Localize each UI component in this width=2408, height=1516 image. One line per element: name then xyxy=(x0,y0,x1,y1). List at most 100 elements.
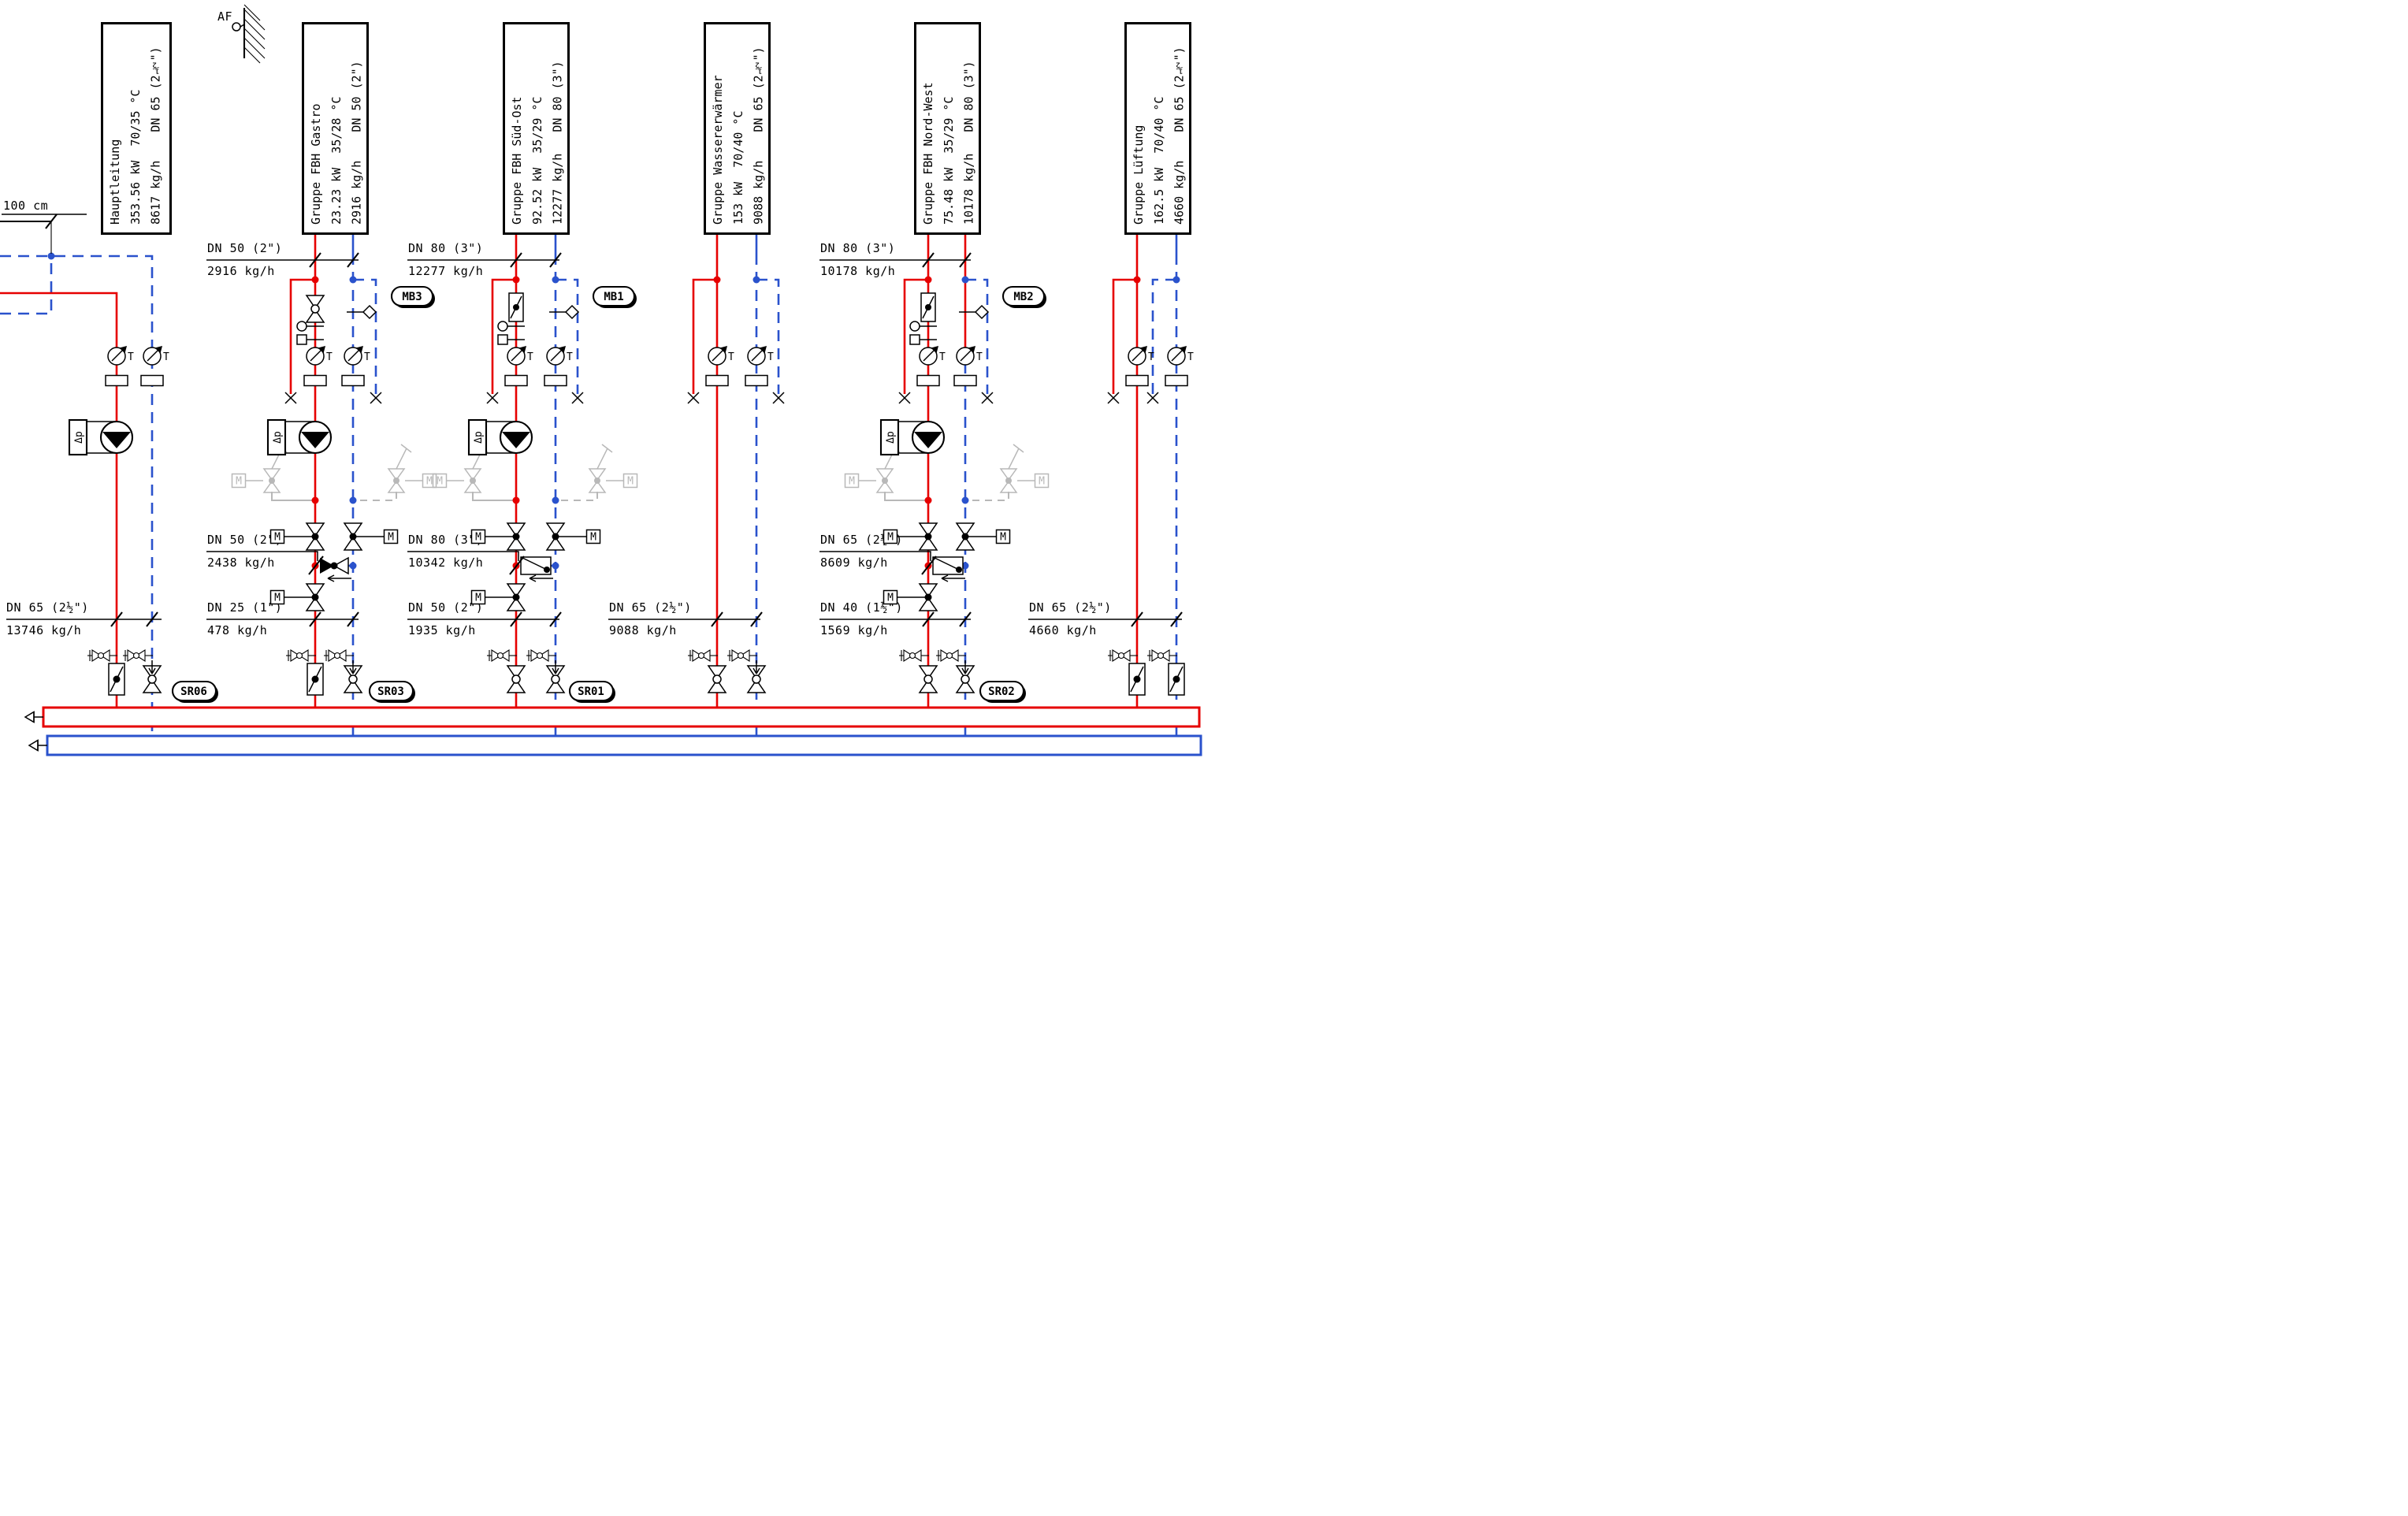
group-flow-dn: 9088 kg/h DN 65 (2½") xyxy=(751,46,766,225)
bypass-ghost-suedost xyxy=(432,444,638,501)
thermometer-icon xyxy=(919,345,946,366)
thermometer-icon xyxy=(143,345,170,366)
group-specs: 92.52 kW 35/29 °C xyxy=(530,96,544,225)
sensor-well-icon xyxy=(909,321,938,332)
ghost-motor-icon xyxy=(432,473,448,489)
pump-icon xyxy=(911,420,946,455)
ghost-valve-icon xyxy=(388,468,405,493)
svg-text:1569 kg/h: 1569 kg/h xyxy=(820,623,888,637)
group-name: Gruppe FBH Gastro xyxy=(309,103,323,225)
svg-text:SR02: SR02 xyxy=(988,686,1015,698)
check-valves xyxy=(308,555,965,582)
group-box-fbh-gastro: Gruppe FBH Gastro 23.23 kW 35/28 °C 2916… xyxy=(302,22,369,235)
af-label: AF xyxy=(217,9,232,24)
shutoff-valve-icon xyxy=(708,665,726,693)
svg-text:DN 80 (3"): DN 80 (3") xyxy=(408,241,483,255)
svg-text:4660 kg/h: 4660 kg/h xyxy=(1029,623,1097,637)
motor-actuator-icon xyxy=(269,589,285,605)
supply-pipes xyxy=(0,235,1139,708)
ghost-motor-icon xyxy=(844,473,860,489)
group-flow-dn: 12277 kg/h DN 80 (3") xyxy=(550,61,565,225)
shutoff-valve-icon xyxy=(919,665,938,693)
bypass-ghost-gastro xyxy=(231,444,437,501)
balancing-valve-icon xyxy=(508,292,524,322)
svg-text:MB1: MB1 xyxy=(604,291,623,303)
group-name: Hauptleitung xyxy=(108,139,122,225)
return-pipes xyxy=(0,235,1178,736)
thermometer-icon xyxy=(747,345,775,366)
dp-controller-icon xyxy=(266,418,287,456)
group-box-wassererwaermer: Gruppe Wassererwärmer 153 kW 70/40 °C 90… xyxy=(704,22,771,235)
svg-text:10342 kg/h: 10342 kg/h xyxy=(408,555,483,570)
group-flow-dn: 2916 kg/h DN 50 (2") xyxy=(349,61,364,225)
motor-actuator-icon xyxy=(269,529,285,544)
group-flow-dn: 8617 kg/h DN 65 (2½") xyxy=(148,46,163,225)
tag-sr06: SR06 xyxy=(171,680,218,703)
heating-schematic-sheet: T M M Δp xyxy=(0,0,1204,758)
ghost-motor-icon xyxy=(231,473,247,489)
sensor-icon xyxy=(232,22,241,32)
sensor-pocket-icon xyxy=(296,334,325,345)
svg-text:8609 kg/h: 8609 kg/h xyxy=(820,555,888,570)
motor-actuator-icon xyxy=(383,529,399,544)
motor-actuator-icon xyxy=(585,529,601,544)
svg-text:DN 50 (2"): DN 50 (2") xyxy=(408,600,483,615)
drain-valves xyxy=(87,649,1178,662)
thermometer-icon xyxy=(344,345,371,366)
sensor-well-icon xyxy=(296,321,325,332)
dimension-100cm: 100 cm xyxy=(0,199,87,254)
pump-icon xyxy=(99,420,134,455)
svg-text:DN 50 (2"): DN 50 (2") xyxy=(207,241,282,255)
group-name: Gruppe FBH Nord-West xyxy=(921,82,935,225)
flow-arrow-icon xyxy=(24,711,44,723)
group-box-fbh-nordwest: Gruppe FBH Nord-West 75.48 kW 35/29 °C 1… xyxy=(914,22,981,235)
pump-icon xyxy=(298,420,333,455)
group-specs: 353.56 kW 70/35 °C xyxy=(128,89,143,225)
motor-actuator-icon xyxy=(995,529,1011,544)
dp-controller-icon xyxy=(68,418,88,456)
sensor-diamond-icon xyxy=(958,305,989,319)
thermometer-icon xyxy=(708,345,735,366)
svg-text:2916 kg/h: 2916 kg/h xyxy=(207,264,275,278)
ghost-valve-icon xyxy=(876,468,894,493)
motor-actuator-icon xyxy=(883,529,898,544)
balancing-valve-icon xyxy=(307,663,324,696)
group-box-lueftung: Gruppe Lüftung 162.5 kW 70/40 °C 4660 kg… xyxy=(1124,22,1191,235)
thermometer-icon xyxy=(956,345,983,366)
balancing-valve-icon xyxy=(1128,663,1146,696)
pump-icon xyxy=(499,420,533,455)
group-name: Gruppe Wassererwärmer xyxy=(711,75,725,225)
schematic-canvas: T M M Δp xyxy=(0,4,1202,756)
bypass-ghost-nordwest xyxy=(844,444,1050,501)
ghost-valve-icon xyxy=(1000,468,1017,493)
sensor-diamond-icon xyxy=(548,305,579,319)
ghost-motor-icon xyxy=(422,473,437,489)
thermometer-icon xyxy=(306,345,333,366)
thermometer-icon xyxy=(546,345,574,366)
svg-text:9088 kg/h: 9088 kg/h xyxy=(609,623,677,637)
return-rail xyxy=(46,734,1202,756)
svg-text:SR06: SR06 xyxy=(180,686,207,698)
svg-text:MB2: MB2 xyxy=(1013,291,1033,303)
svg-text:2438 kg/h: 2438 kg/h xyxy=(207,555,275,570)
svg-text:1935 kg/h: 1935 kg/h xyxy=(408,623,476,637)
ghost-valve-icon xyxy=(589,468,606,493)
group-flow-dn: 10178 kg/h DN 80 (3") xyxy=(961,61,976,225)
control-valve-icon xyxy=(306,295,325,323)
thermometer-icon xyxy=(1128,345,1155,366)
motor-actuator-icon xyxy=(883,589,898,605)
balancing-valve-icon xyxy=(920,292,936,322)
tag-sr01: SR01 xyxy=(568,680,615,703)
svg-text:DN 65 (2½"): DN 65 (2½") xyxy=(6,600,89,615)
pump-groups xyxy=(68,418,946,456)
svg-text:SR01: SR01 xyxy=(578,686,604,698)
svg-text:10178 kg/h: 10178 kg/h xyxy=(820,264,895,278)
sensor-well-icon xyxy=(497,321,526,332)
ghost-valve-icon xyxy=(464,468,481,493)
balancing-valve-icon xyxy=(108,663,125,696)
supply-rail xyxy=(42,706,1201,728)
svg-text:DN 50 (2"): DN 50 (2") xyxy=(207,533,282,547)
thermometer-icon xyxy=(107,345,135,366)
tag-mb1: MB1 xyxy=(592,285,637,308)
svg-text:DN 65 (2½"): DN 65 (2½") xyxy=(609,600,692,615)
